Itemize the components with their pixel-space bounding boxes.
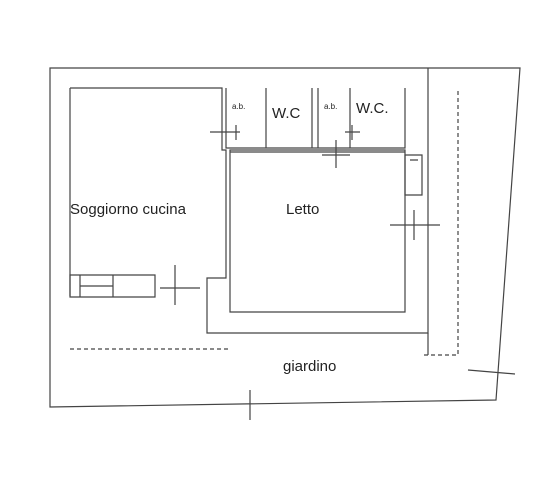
wc-block — [225, 88, 406, 149]
room-label-wc-1: W.C — [272, 105, 300, 122]
room-label-wc-2: W.C. — [356, 100, 389, 117]
room-label-ab-2: a.b. — [324, 102, 337, 111]
wc-divider-1 — [265, 88, 351, 148]
right-edge-mark — [467, 369, 516, 375]
door-marks — [160, 125, 440, 420]
window-right — [404, 154, 423, 196]
room-label-living: Soggiorno cucina — [70, 201, 187, 218]
window-left — [69, 274, 156, 298]
room-label-ab-1: a.b. — [232, 102, 245, 111]
garden-dashed-line — [70, 88, 459, 356]
outer-boundary — [49, 67, 521, 408]
living-room-walls — [69, 87, 429, 334]
room-label-garden: giardino — [283, 358, 336, 375]
room-label-bedroom: Letto — [286, 201, 319, 218]
living-inner-wall — [229, 149, 406, 313]
